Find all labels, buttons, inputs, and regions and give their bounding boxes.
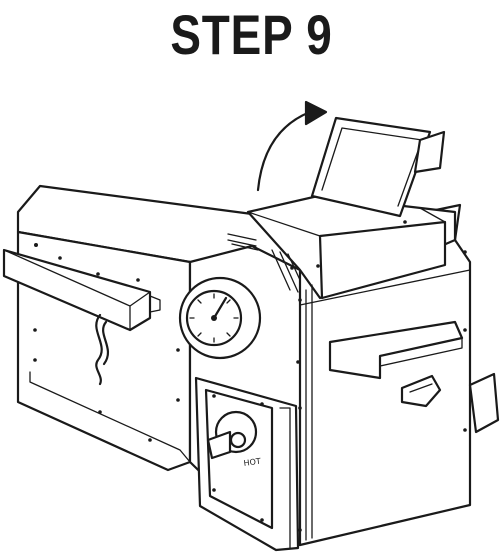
gauge-needle: [212, 296, 228, 320]
lid-handle: [413, 130, 446, 174]
latch: [400, 374, 442, 408]
gauge-ticks: [189, 293, 239, 343]
lid-open-arrow: [256, 110, 312, 192]
side-handle-right: [468, 372, 500, 434]
side-handle-left: [2, 248, 152, 332]
hopper-lid: [310, 116, 432, 218]
step-title: STEP 9: [170, 3, 333, 66]
arrow-head: [304, 100, 328, 126]
door-label-hot: HOT: [243, 457, 261, 468]
flame-logo: [95, 313, 103, 386]
hopper-front: [318, 220, 447, 300]
